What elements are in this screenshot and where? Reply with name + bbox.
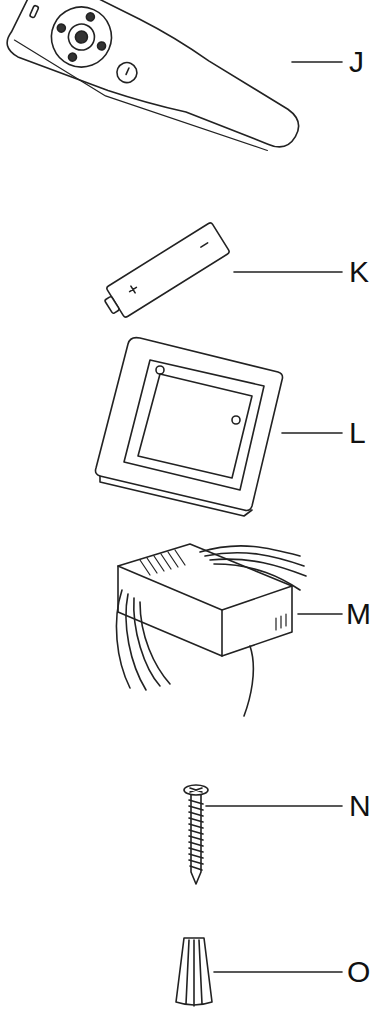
mounting-bracket [96, 338, 283, 516]
wire-nut [176, 938, 212, 1006]
part-letter: M [346, 599, 371, 629]
part-letter: K [349, 257, 369, 287]
remote-control [3, 0, 315, 173]
part-letter: L [349, 418, 366, 448]
leader-line [234, 271, 342, 273]
part-letter: J [349, 47, 364, 77]
receiver-unit [116, 544, 306, 716]
screw [184, 785, 208, 884]
battery [99, 222, 230, 322]
leader-line [298, 613, 342, 615]
part-letter: O [347, 957, 370, 987]
leader-line [282, 432, 342, 434]
leader-line [292, 61, 342, 63]
leader-line [214, 971, 342, 973]
leader-line [206, 805, 342, 807]
part-letter: N [349, 791, 371, 821]
